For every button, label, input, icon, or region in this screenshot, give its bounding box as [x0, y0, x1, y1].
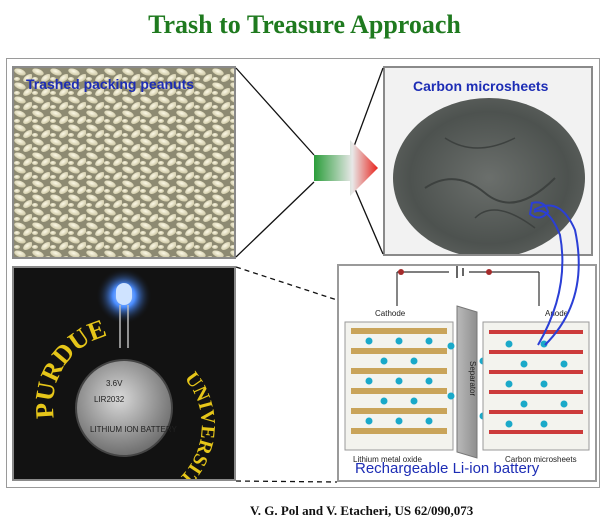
cathode-layers	[351, 328, 447, 434]
dashed-connector-top	[235, 266, 338, 301]
battery-label: Rechargeable Li-ion battery	[355, 460, 540, 477]
battery-schematic: Cathode Anode Lithium metal oxide Separa…	[344, 266, 590, 464]
cathode-label: Cathode	[375, 309, 406, 318]
connector-top	[235, 67, 315, 156]
peanuts-label: Trashed packing peanuts	[26, 76, 195, 92]
cathode-material-label: Lithium metal oxide	[353, 455, 422, 464]
figure-frame	[6, 58, 600, 488]
cathode-ions	[365, 337, 433, 425]
peanuts-photo	[14, 68, 234, 257]
led-coin-cell-photo: PURDUE UNIVERSITY 3.6V LIR2032 LITHIUM I…	[14, 268, 234, 479]
separator-label: Separator	[468, 361, 477, 396]
connector-bottom	[235, 181, 315, 258]
led-bulb-icon	[116, 283, 132, 305]
cell-model: LIR2032	[94, 395, 125, 404]
anode-label: Anode	[545, 309, 569, 318]
led-demo-panel: PURDUE UNIVERSITY 3.6V LIR2032 LITHIUM I…	[12, 266, 236, 481]
anode-layers	[489, 330, 583, 434]
coin-cell	[75, 359, 173, 457]
carbon-label: Carbon microsheets	[413, 78, 549, 94]
cell-type: LITHIUM ION BATTERY	[90, 425, 177, 434]
conversion-arrow-icon	[314, 140, 378, 196]
anode-material-label: Carbon microsheets	[505, 455, 577, 464]
cell-voltage: 3.6V	[106, 379, 123, 388]
page-title: Trash to Treasure Approach	[148, 10, 461, 39]
separator	[456, 305, 478, 459]
dashed-connector-bottom	[235, 480, 338, 483]
peanuts-photo-panel: Trashed packing peanuts	[12, 66, 236, 259]
zoom-curve-inner	[533, 209, 564, 346]
carbon-photo-panel: Carbon microsheets	[383, 66, 593, 256]
carbon-powder-photo	[385, 68, 591, 254]
battery-schematic-panel: Cathode Anode Lithium metal oxide Separa…	[337, 264, 597, 482]
anode-ions	[505, 340, 568, 428]
zoom-curve-outer	[533, 204, 580, 346]
patent-citation: V. G. Pol and V. Etacheri, US 62/090,073	[250, 503, 474, 518]
anode-block	[482, 321, 590, 451]
